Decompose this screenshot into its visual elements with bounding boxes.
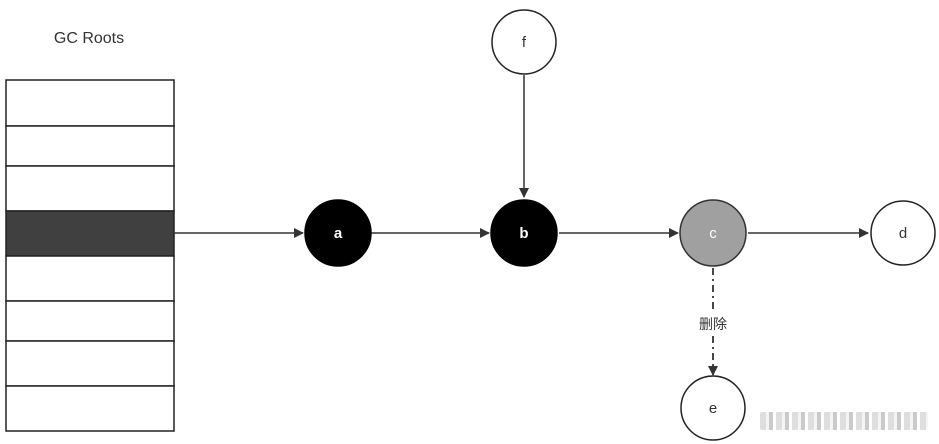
node-d: d <box>870 200 936 266</box>
node-a: a <box>304 199 372 267</box>
gc-root-slot <box>5 385 175 432</box>
node-a-label: a <box>334 225 343 242</box>
node-e-label: e <box>709 400 717 417</box>
edge-label-delete: 删除 <box>699 317 727 333</box>
node-a-circle <box>304 199 372 267</box>
node-f-circle <box>491 9 557 75</box>
gc-root-slot <box>5 300 175 342</box>
node-e: e <box>680 375 746 441</box>
gc-roots-title: GC Roots <box>53 30 125 47</box>
node-b-circle <box>490 199 558 267</box>
gc-root-slot <box>5 255 175 302</box>
node-b-label: b <box>519 225 528 242</box>
node-f-label: f <box>522 34 527 51</box>
gc-root-slot <box>5 125 175 167</box>
node-f: f <box>491 9 557 75</box>
gc-root-slot <box>5 165 175 212</box>
watermark-image <box>760 412 928 430</box>
node-d-circle <box>870 200 936 266</box>
gc-root-slot <box>5 79 175 127</box>
node-b: b <box>490 199 558 267</box>
gc-root-slot <box>5 340 175 387</box>
node-c: c <box>679 199 747 267</box>
node-d-label: d <box>899 225 907 242</box>
node-e-circle <box>680 375 746 441</box>
node-c-label: c <box>709 225 717 242</box>
node-c-circle <box>679 199 747 267</box>
gc-root-slot-highlighted <box>5 210 175 257</box>
gc-roots-stack <box>5 79 175 432</box>
